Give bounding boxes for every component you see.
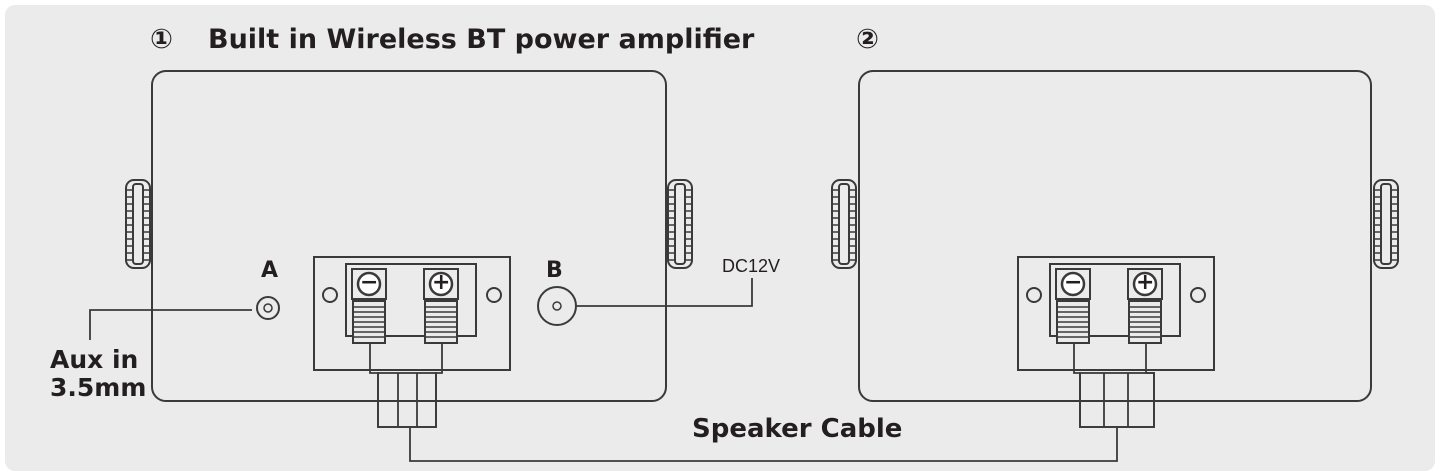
speaker-2 — [831, 70, 1399, 402]
aux-label-line-2: 3.5mm — [50, 373, 147, 402]
speaker-2-housing — [858, 70, 1372, 402]
speaker-1-minus-terminal-icon: − — [360, 270, 379, 295]
speaker-1 — [125, 70, 693, 402]
speaker-1-plus-terminal-icon: + — [432, 270, 451, 295]
speaker-2-minus-terminal-icon: − — [1064, 270, 1083, 295]
port-b-label: B — [546, 258, 563, 283]
speaker-2-number: ② — [856, 24, 879, 55]
speaker-1-housing — [151, 70, 667, 402]
aux-label-line-1: Aux in — [50, 345, 139, 374]
dc-leader-line — [576, 278, 753, 307]
speaker-cable — [369, 343, 1155, 462]
aux-label: Aux in 3.5mm — [50, 346, 146, 402]
speaker-2-left-bracket-knob-icon — [831, 179, 857, 269]
speaker-1-number: ① — [150, 24, 173, 55]
aux-leader-line — [89, 309, 252, 340]
speaker-cable-label: Speaker Cable — [692, 414, 903, 444]
speaker-1-title: Built in Wireless BT power amplifier — [208, 24, 755, 55]
speaker-1-terminal-block — [312, 255, 512, 372]
speaker-2-terminal-block — [1016, 255, 1216, 372]
speaker-1-left-bracket-knob-icon — [125, 179, 151, 269]
dc-voltage-label: DC12V — [722, 256, 781, 276]
port-a-label: A — [261, 258, 279, 283]
speaker-1-right-bracket-knob-icon — [667, 179, 693, 269]
speaker-2-right-bracket-knob-icon — [1373, 179, 1399, 269]
speaker-2-plus-terminal-icon: + — [1136, 270, 1155, 295]
